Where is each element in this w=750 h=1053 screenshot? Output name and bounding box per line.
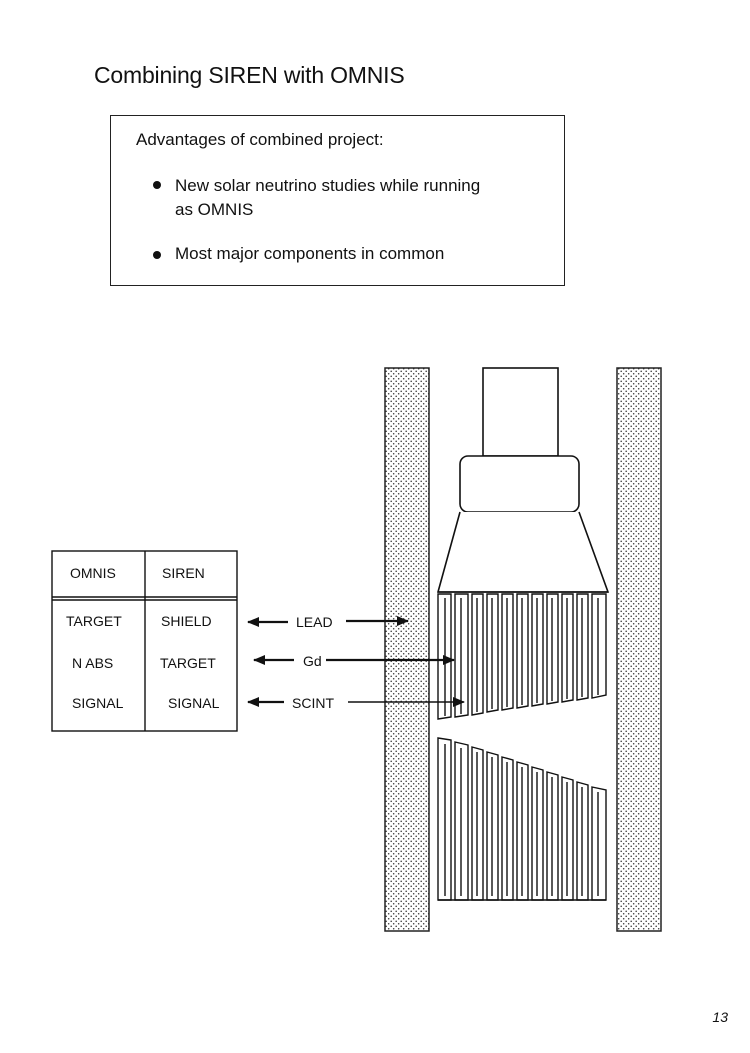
table-cell: SIGNAL [168, 695, 220, 711]
bullet-text: Most major components in common [175, 244, 445, 263]
bullet-item: New solar neutrino studies while running… [153, 174, 483, 222]
left-wall [384, 367, 430, 932]
table-cell: N ABS [72, 655, 113, 671]
bullet-text: New solar neutrino studies while running… [175, 176, 481, 219]
bullet-icon [153, 181, 161, 189]
advantages-heading: Advantages of combined project: [136, 130, 384, 149]
table-cell: SIGNAL [72, 695, 124, 711]
top-neck [482, 367, 559, 457]
lead-label: LEAD [296, 614, 333, 630]
table-cell: TARGET [66, 613, 122, 629]
page-number: 13 [712, 1009, 728, 1025]
gd-label: Gd [303, 653, 322, 669]
bullet-icon [153, 251, 161, 259]
cone [436, 511, 610, 593]
module-bundle-lower [437, 737, 607, 901]
table-header-siren: SIREN [162, 565, 205, 581]
comparison-table [51, 550, 238, 732]
scint-label: SCINT [292, 695, 334, 711]
table-cell: SHIELD [161, 613, 212, 629]
collar [459, 455, 580, 513]
table-header-omnis: OMNIS [70, 565, 116, 581]
page-title: Combining SIREN with OMNIS [94, 62, 405, 88]
advantages-box: Advantages of combined project: New sola… [110, 115, 565, 286]
right-wall [616, 367, 662, 932]
table-cell: TARGET [160, 655, 216, 671]
module-bundle-upper [437, 593, 607, 720]
bullet-item: Most major components in common [153, 244, 513, 264]
